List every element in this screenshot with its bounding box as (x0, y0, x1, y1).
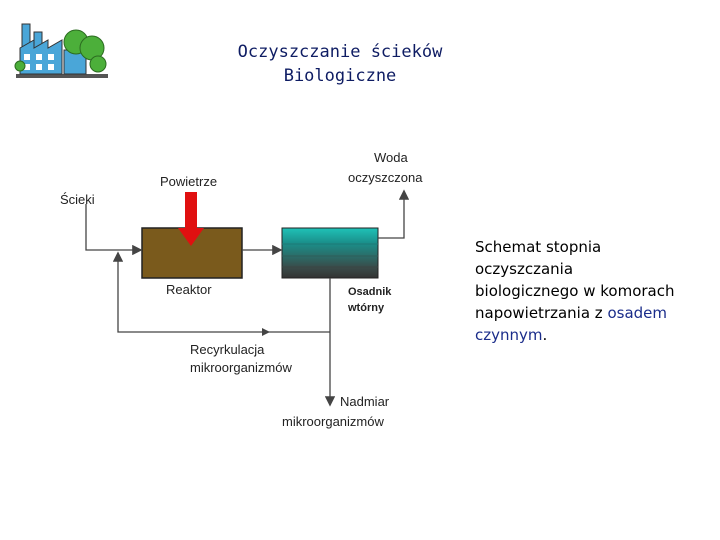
reactor-label: Reaktor (166, 282, 212, 297)
inlet-label: Ścieki (60, 192, 95, 207)
diagram-description: Schemat stopnia oczyszczania biologiczne… (475, 236, 675, 346)
settler-label-line-1: Osadnik (348, 286, 392, 298)
recycle-label-line-1: Recyrkulacja (190, 342, 265, 357)
settler-tank (281, 227, 379, 279)
outlet-arrow (378, 189, 410, 239)
title-line-1: Oczyszczanie ścieków (237, 42, 443, 62)
activated-sludge-highlight: osadem czynnym (475, 304, 667, 344)
factory-logo-icon (14, 23, 108, 78)
excess-label-line-1: Nadmiar (340, 394, 390, 409)
page-title: Oczyszczanie ścieków Biologiczne (190, 40, 490, 88)
water-label-line-1: Woda (374, 150, 408, 165)
title-line-2: Biologiczne (283, 66, 397, 86)
description-text: Schemat stopnia oczyszczania biologiczne… (475, 238, 675, 322)
water-label-line-2: oczyszczona (348, 170, 423, 185)
air-label: Powietrze (160, 174, 217, 189)
settler-label-line-2: wtórny (347, 302, 385, 314)
recycle-label-line-2: mikroorganizmów (190, 360, 292, 375)
excess-label-line-2: mikroorganizmów (282, 414, 384, 429)
inlet-arrow (85, 204, 143, 256)
recycle-arrow (112, 251, 330, 333)
air-arrow (178, 192, 204, 246)
description-end: . (542, 326, 548, 344)
